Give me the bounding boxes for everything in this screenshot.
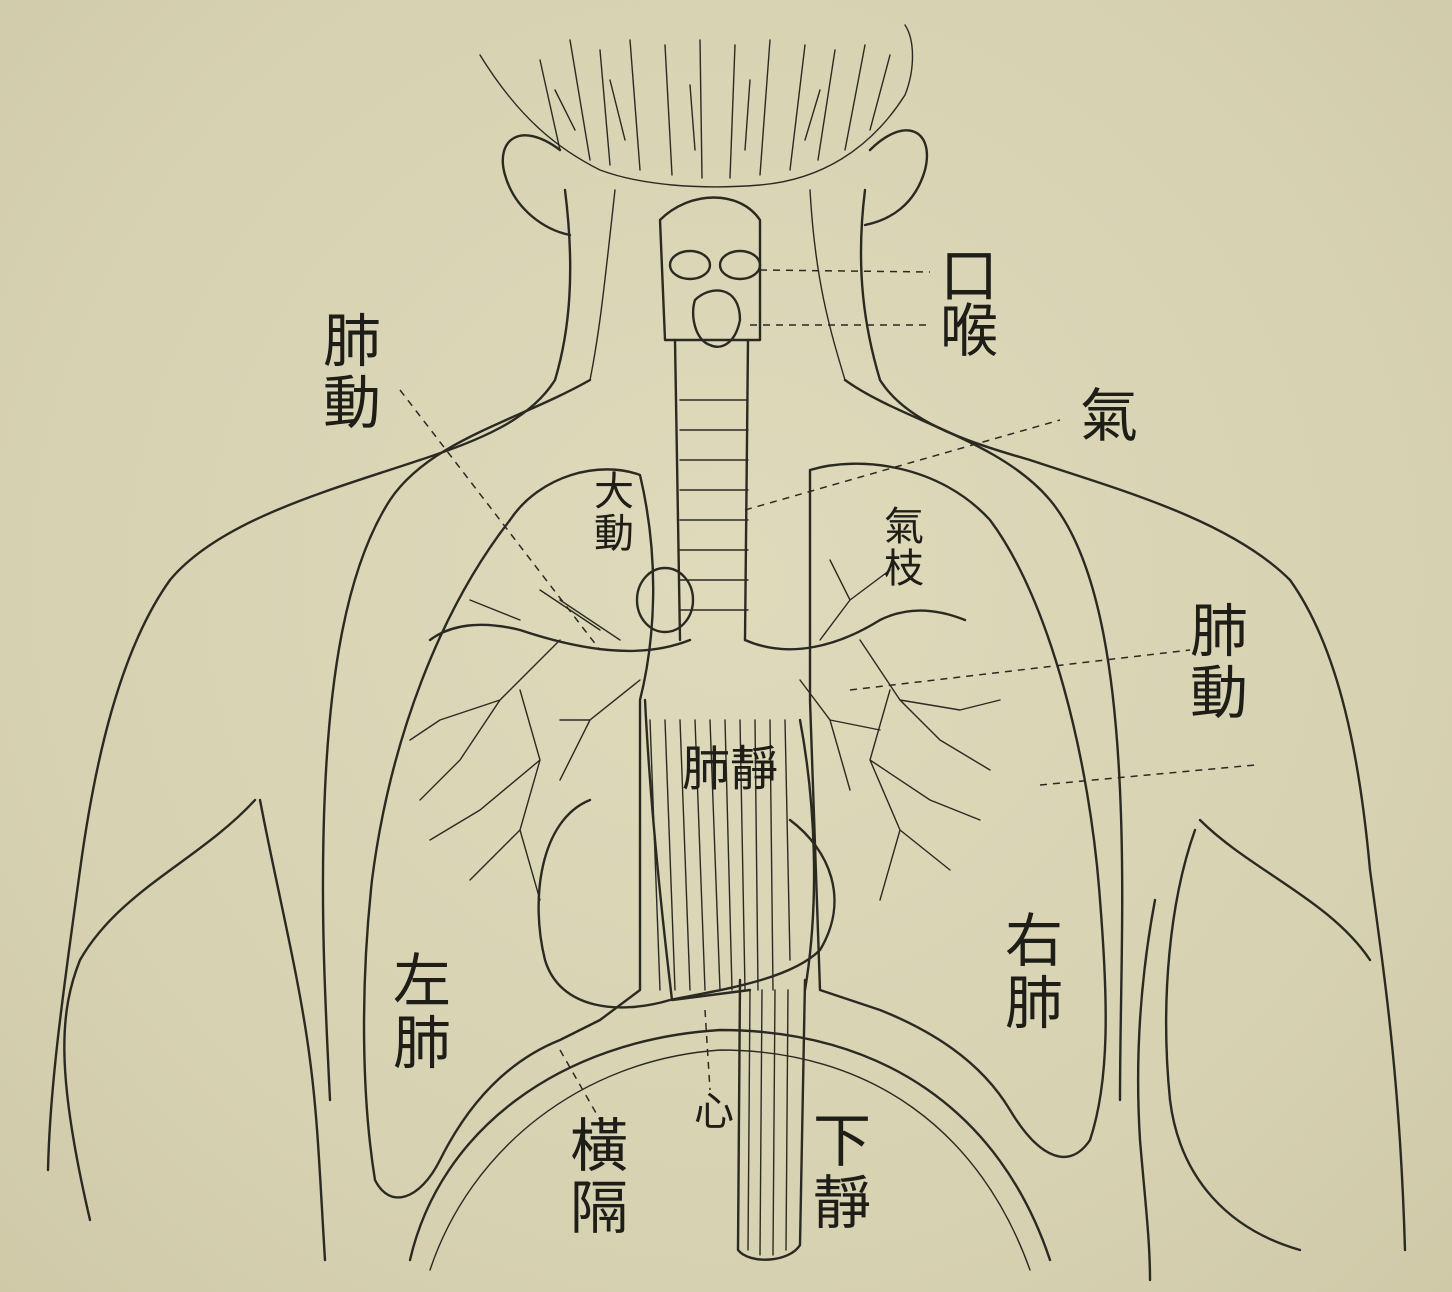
left-lung-outline xyxy=(364,469,653,1197)
label-left-lung: 左肺 xyxy=(388,950,446,1074)
neck-left-outline xyxy=(420,190,570,460)
right-ear-drawing xyxy=(865,130,927,225)
label-mouth: 口 xyxy=(935,245,993,307)
label-inferior-vena-cava: 下靜 xyxy=(808,1110,866,1234)
label-throat: 喉 xyxy=(935,300,993,362)
bronchi-drawing xyxy=(410,560,1000,900)
label-pulmonary-artery-left: 肺動 xyxy=(318,310,376,434)
trachea-drawing xyxy=(660,198,760,641)
left-ear-drawing xyxy=(503,135,570,235)
label-pulmonary-artery-right: 肺動 xyxy=(1185,600,1243,724)
label-heart: 心 xyxy=(690,1090,730,1132)
label-diaphragm: 橫隔 xyxy=(565,1115,623,1239)
label-pulmonary-vein: 肺靜 xyxy=(682,745,778,793)
label-aorta: 大動 xyxy=(590,470,630,554)
aortic-arch xyxy=(637,568,693,632)
beard-drawing xyxy=(480,25,913,187)
label-right-lung: 右肺 xyxy=(1000,910,1058,1034)
diaphragm-outline xyxy=(410,1030,1050,1260)
right-shoulder-outline xyxy=(1030,460,1405,1250)
label-trachea: 氣 xyxy=(1075,385,1133,447)
label-bronchi: 氣枝 xyxy=(880,505,920,589)
